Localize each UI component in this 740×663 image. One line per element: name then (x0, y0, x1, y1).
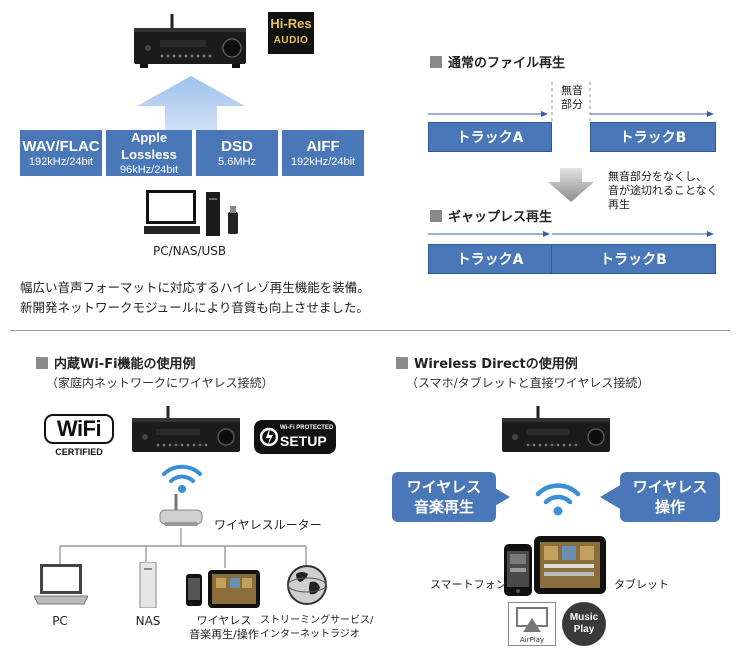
pc-nas-usb-illustration (144, 188, 244, 240)
globe-icon (286, 564, 328, 606)
wireless-direct-subheading: （スマホ/タブレットと直接ワイヤレス接続） (406, 376, 650, 390)
format-name: WAV/FLAC (22, 137, 100, 155)
note-line3: 再生 (608, 198, 630, 211)
hires-badge-line2: AUDIO (273, 35, 309, 46)
av-receiver-illustration (132, 12, 250, 70)
airplay-logo: AirPlay (508, 602, 556, 646)
silent-part-label: 無音 部分 (553, 84, 591, 112)
label-line1: ストリーミングサービス/ (260, 615, 374, 626)
track-a-label: トラックA (456, 130, 524, 146)
device-label-wireless-music: ワイヤレス 音楽再生/操作 (176, 614, 272, 642)
music-play-line2: Play (573, 624, 595, 635)
wifi-certified-logo: WiFi CERTIFIED (44, 414, 118, 464)
section-divider (10, 330, 730, 331)
label-line1: ワイヤレス (196, 614, 252, 627)
wireless-music-bubble: ワイヤレス 音楽再生 (392, 472, 496, 522)
nas-icon (138, 561, 158, 609)
builtin-wifi-subheading: （家庭内ネットワークにワイヤレス接続） (46, 376, 274, 390)
smartphone-icon (504, 544, 532, 596)
hires-audio-badge: Hi-Res AUDIO (268, 12, 314, 54)
format-name: AIFF (306, 137, 340, 155)
music-play-line1: Music (569, 612, 599, 623)
gapless-timeline-arrows (428, 226, 718, 240)
label-line2: インターネットラジオ (260, 629, 360, 640)
format-spec: 5.6MHz (218, 155, 256, 168)
wifi-logo-text: WiFi (56, 416, 102, 441)
wifi-signal-icon (160, 460, 204, 494)
note-line2: 音が途切れることなく (608, 184, 718, 197)
bubble-right-pointer (598, 470, 624, 524)
wireless-router-icon (156, 492, 206, 530)
smartphone-label: スマートフォン (430, 578, 507, 591)
format-box-wav-flac: WAV/FLAC 192kHz/24bit (20, 130, 102, 176)
device-label-streaming: ストリーミングサービス/ インターネットラジオ (260, 614, 374, 642)
heading-square-icon (396, 356, 408, 369)
track-b-bar: トラックB (590, 122, 716, 152)
format-box-apple-lossless: Apple Lossless 96kHz/24bit (106, 130, 192, 176)
gapless-note: 無音部分をなくし、 音が途切れることなく 再生 (608, 170, 718, 212)
wireless-control-bubble: ワイヤレス 操作 (620, 472, 720, 522)
heading-text: 内蔵Wi-Fi機能の使用例 (54, 357, 196, 372)
wps-setup-logo: Wi-Fi PROTECTED SETUP (254, 420, 336, 454)
normal-playback-heading: 通常のファイル再生 (430, 52, 565, 71)
track-b-label: トラックB (619, 130, 687, 146)
format-spec: 96kHz/24bit (119, 164, 179, 176)
silent-label-line1: 無音 (561, 84, 583, 97)
heading-text: 通常のファイル再生 (448, 56, 566, 71)
track-a-bar: トラックA (428, 122, 552, 152)
heading-square-icon (430, 55, 442, 68)
down-arrow-icon (548, 168, 594, 202)
hires-badge-line1: Hi-Res (270, 16, 312, 31)
phone-tablet-icon (186, 570, 260, 610)
wifi-signal-icon (534, 478, 582, 516)
note-line1: 無音部分をなくし、 (608, 170, 707, 183)
router-label: ワイヤレスルーター (214, 518, 322, 532)
airplay-label: AirPlay (519, 636, 545, 644)
music-play-logo: Music Play (562, 602, 606, 646)
devices-label: PC/NAS/USB (153, 244, 227, 258)
laptop-icon (33, 562, 89, 606)
av-receiver-illustration (500, 404, 612, 458)
heading-text: ギャップレス再生 (448, 210, 553, 225)
wps-logo-line1: Wi-Fi PROTECTED (280, 425, 334, 431)
silent-label-line2: 部分 (561, 98, 583, 111)
description-line-1: 幅広い音声フォーマットに対応するハイレゾ再生機能を装備。 (20, 280, 370, 295)
up-arrow-icon (137, 76, 245, 130)
format-name: Apple Lossless (121, 130, 177, 162)
wireless-direct-heading: Wireless Directの使用例 (396, 353, 578, 372)
av-receiver-illustration (130, 404, 242, 458)
tablet-label: タブレット (614, 578, 669, 591)
description-line-2: 新開発ネットワークモジュールにより音質も向上させました。 (20, 300, 369, 315)
format-spec: 192kHz/24bit (290, 155, 356, 168)
gapless-playback-heading: ギャップレス再生 (430, 206, 552, 225)
gapless-track-b-label: トラックB (600, 252, 667, 268)
label-line2: 音楽再生/操作 (189, 628, 259, 641)
format-box-aiff: AIFF 192kHz/24bit (282, 130, 364, 176)
heading-text: Wireless Directの使用例 (414, 357, 578, 372)
device-label-nas: NAS (135, 614, 161, 628)
bubble-line1: ワイヤレス (406, 478, 482, 496)
gapless-track-b-bar: トラックB (551, 244, 716, 274)
device-label-pc: PC (52, 614, 68, 628)
format-box-dsd: DSD 5.6MHz (196, 130, 278, 176)
wps-logo-line2: SETUP (280, 433, 327, 449)
gapless-track-a-bar: トラックA (428, 244, 552, 274)
heading-square-icon (36, 356, 48, 369)
format-name: DSD (221, 137, 253, 155)
bubble-line1: ワイヤレス (632, 478, 708, 496)
heading-square-icon (430, 209, 442, 222)
builtin-wifi-heading: 内蔵Wi-Fi機能の使用例 (36, 353, 196, 372)
wifi-logo-certified: CERTIFIED (55, 447, 103, 457)
bubble-line2: 操作 (654, 498, 685, 516)
network-connection-lines (50, 528, 350, 568)
tablet-icon (534, 536, 606, 594)
bubble-line2: 音楽再生 (413, 498, 474, 516)
gapless-track-a-label: トラックA (456, 252, 524, 268)
format-spec: 192kHz/24bit (28, 155, 94, 168)
